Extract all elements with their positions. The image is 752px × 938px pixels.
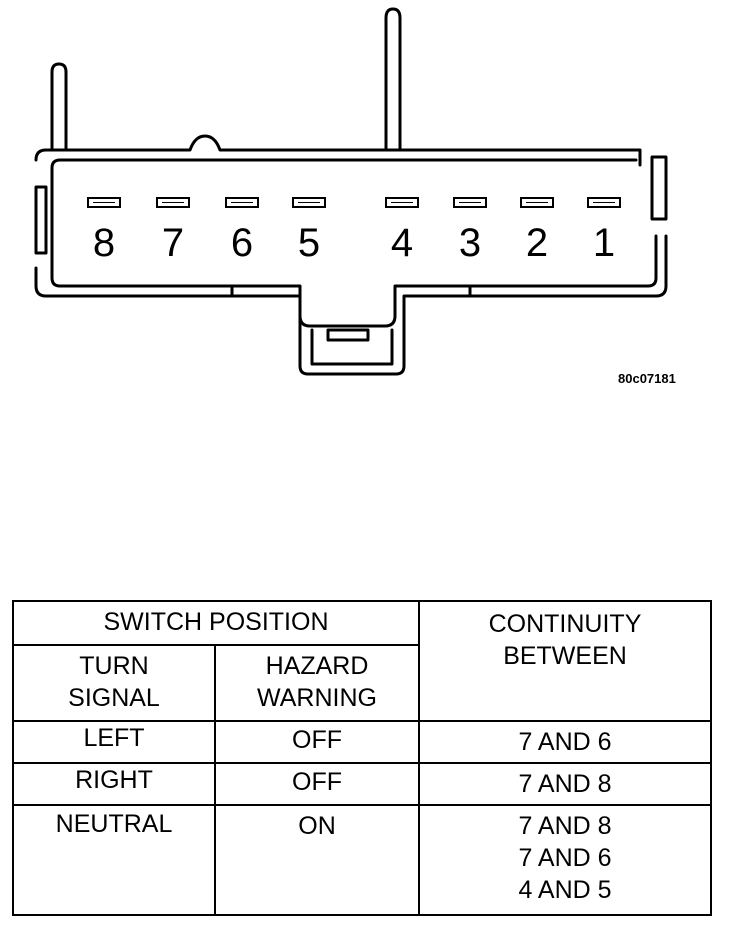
locking-tab-latch [326,328,370,342]
pin-number: 6 [231,221,253,265]
connector-diagram: 8 7 6 5 4 3 2 1 80c07181 [34,7,676,386]
connector-inner-top [50,158,638,170]
row-left-hazard-warning: OFF [214,720,420,764]
row-left-continuity: 7 AND 6 [418,720,712,764]
row-right-turn-signal: RIGHT [12,762,216,806]
pin-number: 1 [593,221,615,265]
connector-bottom-edge [34,266,302,298]
row-right-hazard-warning: OFF [214,762,420,806]
connector-top-edge [34,134,642,167]
left-mounting-pin [50,62,68,152]
connector-cavity [50,166,658,328]
center-mounting-pin [384,7,402,152]
header-continuity-between: CONTINUITY BETWEEN [418,600,712,722]
row-neutral-continuity: 7 AND 8 7 AND 6 4 AND 5 [418,804,712,916]
row-left-turn-signal: LEFT [12,720,216,764]
header-turn-signal: TURN SIGNAL [12,644,216,722]
figure-id: 80c07181 [618,371,676,386]
row-right-continuity: 7 AND 8 [418,762,712,806]
pin-number: 5 [298,221,320,265]
row-neutral-turn-signal: NEUTRAL [12,804,216,916]
locking-tab [298,234,668,376]
left-side-slot [34,185,48,255]
pin-number: 3 [459,221,481,265]
header-switch-position: SWITCH POSITION [12,600,420,646]
header-hazard-warning: HAZARD WARNING [214,644,420,722]
pin-number: 4 [391,221,413,265]
continuity-table: SWITCH POSITION CONTINUITY BETWEEN TURN … [12,600,712,916]
right-side-slot [650,155,668,221]
row-neutral-hazard-warning: ON [214,804,420,916]
locking-tab-inner [310,328,394,366]
pin-number: 8 [93,221,115,265]
pin-number: 2 [526,221,548,265]
pin-number: 7 [162,221,184,265]
